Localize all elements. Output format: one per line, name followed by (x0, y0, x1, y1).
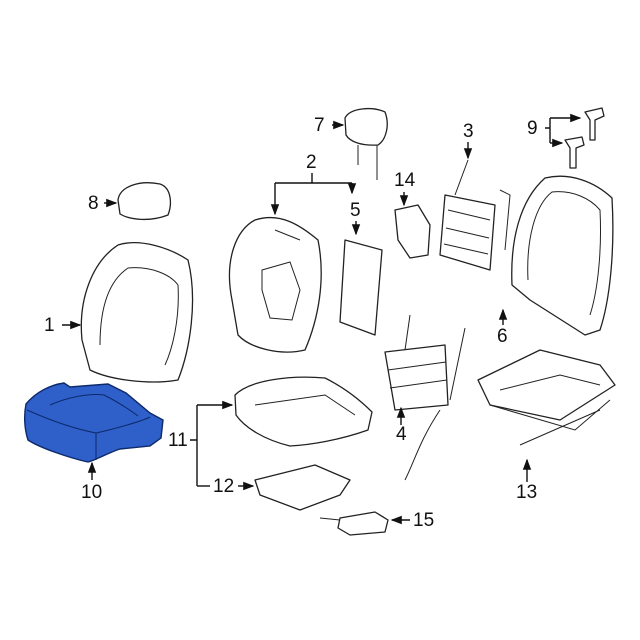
callout-14: 14 (394, 170, 416, 191)
part-12-heater-mat[interactable] (254, 464, 351, 511)
part-11-cushion-pad[interactable] (234, 376, 373, 447)
part-9-bolts[interactable] (564, 107, 605, 169)
leader-lines (62, 118, 580, 525)
part-1-seatback-cover[interactable] (80, 242, 194, 383)
part-4-cushion-suspension[interactable] (384, 314, 466, 481)
callout-10: 10 (81, 482, 103, 503)
part-14-lumbar-motor[interactable] (394, 204, 431, 259)
part-15-module[interactable] (319, 511, 389, 536)
callout-13: 13 (516, 482, 538, 503)
callout-1: 1 (44, 315, 55, 336)
part-13-seat-track[interactable] (477, 349, 616, 446)
callout-6: 6 (497, 326, 508, 347)
callout-8: 8 (88, 193, 99, 214)
part-6-seatback-frame[interactable] (511, 175, 614, 336)
callout-11: 11 (168, 430, 188, 451)
part-2-seatback-pad[interactable] (228, 216, 322, 353)
callout-7: 7 (314, 115, 325, 136)
callout-2: 2 (306, 152, 317, 173)
part-8-headrest[interactable] (117, 182, 172, 221)
part-10-seat-cushion[interactable] (23, 382, 164, 463)
part-3-lumbar-support[interactable] (439, 159, 511, 271)
part-7-headrest[interactable] (344, 107, 388, 180)
callout-4: 4 (396, 424, 407, 445)
part-5-pad[interactable] (339, 239, 383, 336)
callout-9: 9 (527, 118, 538, 139)
callout-3: 3 (463, 121, 474, 142)
callout-12: 12 (213, 476, 235, 497)
callout-15: 15 (413, 510, 435, 531)
callout-5: 5 (350, 200, 361, 221)
